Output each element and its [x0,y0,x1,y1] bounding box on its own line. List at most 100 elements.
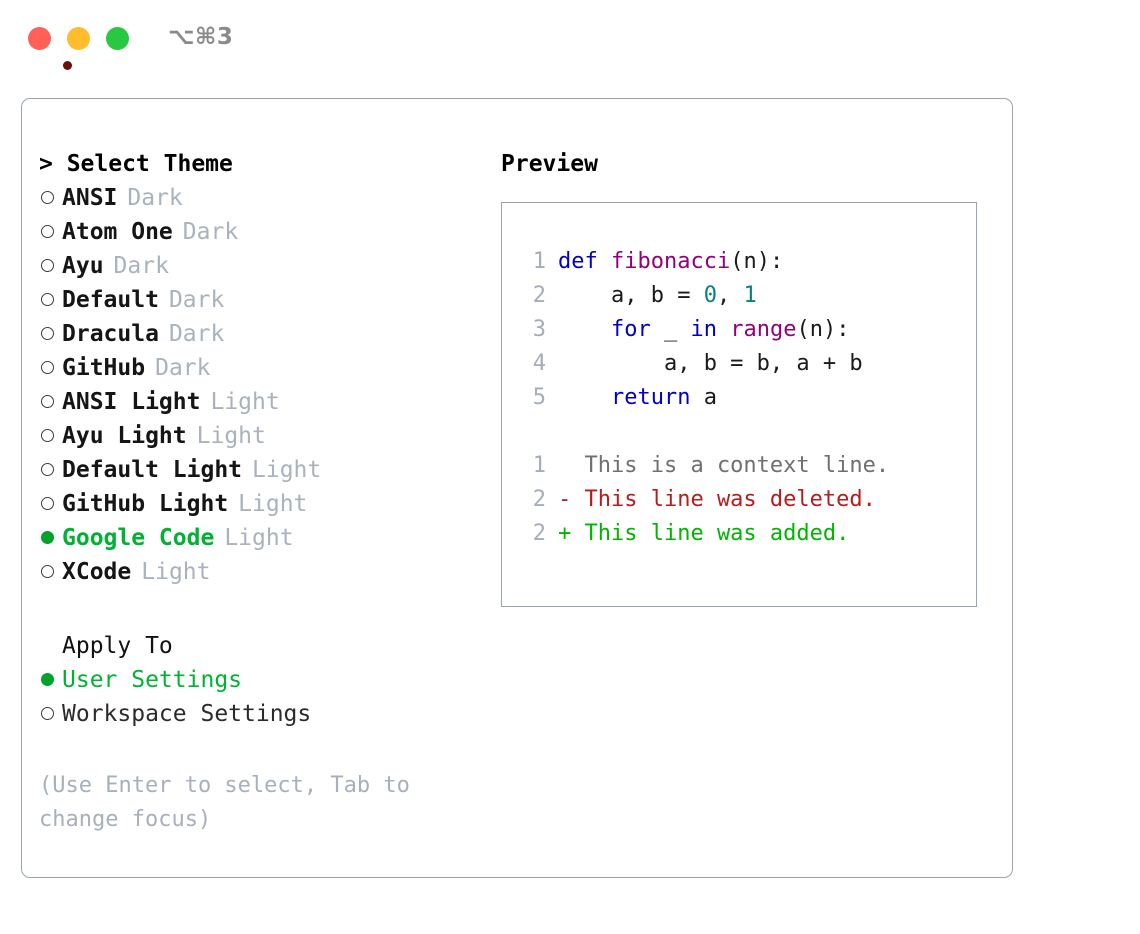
code-token: a, b = b, a + b [558,351,863,376]
theme-option-github-light[interactable]: GitHub Light Light [39,487,479,521]
code-line-text: a, b = 0, 1 [558,279,757,313]
code-line-text: for _ in range(n): [558,313,849,347]
radio-glyph [41,191,54,204]
theme-option-label: Ayu Light [62,423,187,449]
theme-variant-badge: Light [196,423,266,449]
code-token: in [690,317,717,342]
code-token: def [558,249,598,274]
radio-glyph [41,429,54,442]
line-number: 1 [532,453,546,478]
line-number: 1 [532,249,546,274]
code-line-text: def fibonacci(n): [558,245,783,279]
theme-option-label: ANSI [62,185,118,211]
diff-line-text: + This line was added. [558,521,850,546]
close-window-button[interactable] [28,27,72,70]
radio-glyph [41,293,54,306]
theme-option-default[interactable]: Default Dark [39,283,479,317]
radio-glyph [41,497,54,510]
line-number: 5 [532,385,546,410]
theme-option-ansi-light[interactable]: ANSI Light Light [39,385,479,419]
line-number: 3 [532,317,546,342]
diff-line-text: - This line was deleted. [558,487,876,512]
code-token: (n): [730,249,784,274]
theme-option-label: Default [62,287,159,313]
code-token: 0 [703,283,717,308]
radio-glyph [41,327,54,340]
preview-heading: Preview [501,151,598,177]
code-line: 4 a, b = b, a + b [520,347,976,381]
code-line: 1 def fibonacci(n): [520,245,976,279]
theme-variant-badge: Dark [182,219,239,245]
keyboard-hint-text: (Use Enter to select, Tab to change focu… [39,773,410,832]
theme-option-label: XCode [62,559,132,585]
diff-sample: 1 This is a context line. 2 - This line wa… [520,449,976,551]
code-token: a [690,385,717,410]
recording-indicator-icon [63,61,72,70]
maximize-window-button[interactable] [106,27,129,50]
code-diff-spacer [520,415,976,449]
code-line-text: return a [558,381,717,415]
theme-option-github[interactable]: GitHub Dark [39,351,479,385]
code-token [717,317,730,342]
theme-option-xcode[interactable]: XCode Light [39,555,479,589]
code-token [558,385,611,410]
radio-glyph [41,673,54,686]
title-bar: ⌥⌘3 [0,0,1140,78]
theme-variant-badge: Light [210,389,280,415]
theme-option-ayu-light[interactable]: Ayu Light Light [39,419,479,453]
line-number: 2 [532,487,546,512]
theme-option-label: GitHub [62,355,146,381]
diff-line: 1 This is a context line. [520,449,976,483]
diff-line: 2 - This line was deleted. [520,483,976,517]
theme-option-label: ANSI Light [62,389,201,415]
theme-option-atom-one[interactable]: Atom One Dark [39,215,479,249]
code-line: 5 return a [520,381,976,415]
theme-variant-badge: Light [238,491,308,517]
apply-to-option-workspace-settings[interactable]: Workspace Settings [39,697,479,731]
code-line: 3 for _ in range(n): [520,313,976,347]
theme-option-label: Atom One [62,219,173,245]
minimize-window-button[interactable] [67,27,90,50]
code-token [598,249,611,274]
code-token: range [730,317,797,342]
diff-line: 2 + This line was added. [520,517,976,551]
line-number: 2 [532,283,546,308]
theme-option-ansi[interactable]: ANSI Dark [39,181,479,215]
theme-variant-badge: Dark [168,287,225,313]
code-token: fibonacci [611,249,731,274]
theme-variant-badge: Dark [155,355,211,381]
radio-glyph [41,565,54,578]
diff-line-text: This is a context line. [558,453,890,478]
code-token: a, b = [558,283,704,308]
theme-variant-badge: Light [141,559,211,585]
theme-option-label: GitHub Light [62,491,229,517]
theme-variant-badge: Light [224,525,294,551]
theme-variant-badge: Dark [127,185,183,211]
code-token: 1 [743,283,757,308]
radio-glyph [41,531,54,544]
code-token [558,317,611,342]
line-number: 4 [532,351,546,376]
theme-variant-badge: Light [252,457,322,483]
keyboard-shortcut-label: ⌥⌘3 [168,24,234,50]
code-token: for [610,317,651,342]
theme-option-label: Dracula [62,321,159,347]
code-token: _ [650,317,691,342]
radio-glyph [41,259,54,272]
line-number: 2 [532,521,546,546]
apply-to-heading: Apply To [62,633,173,659]
apply-to-option-user-settings[interactable]: User Settings [39,663,479,697]
